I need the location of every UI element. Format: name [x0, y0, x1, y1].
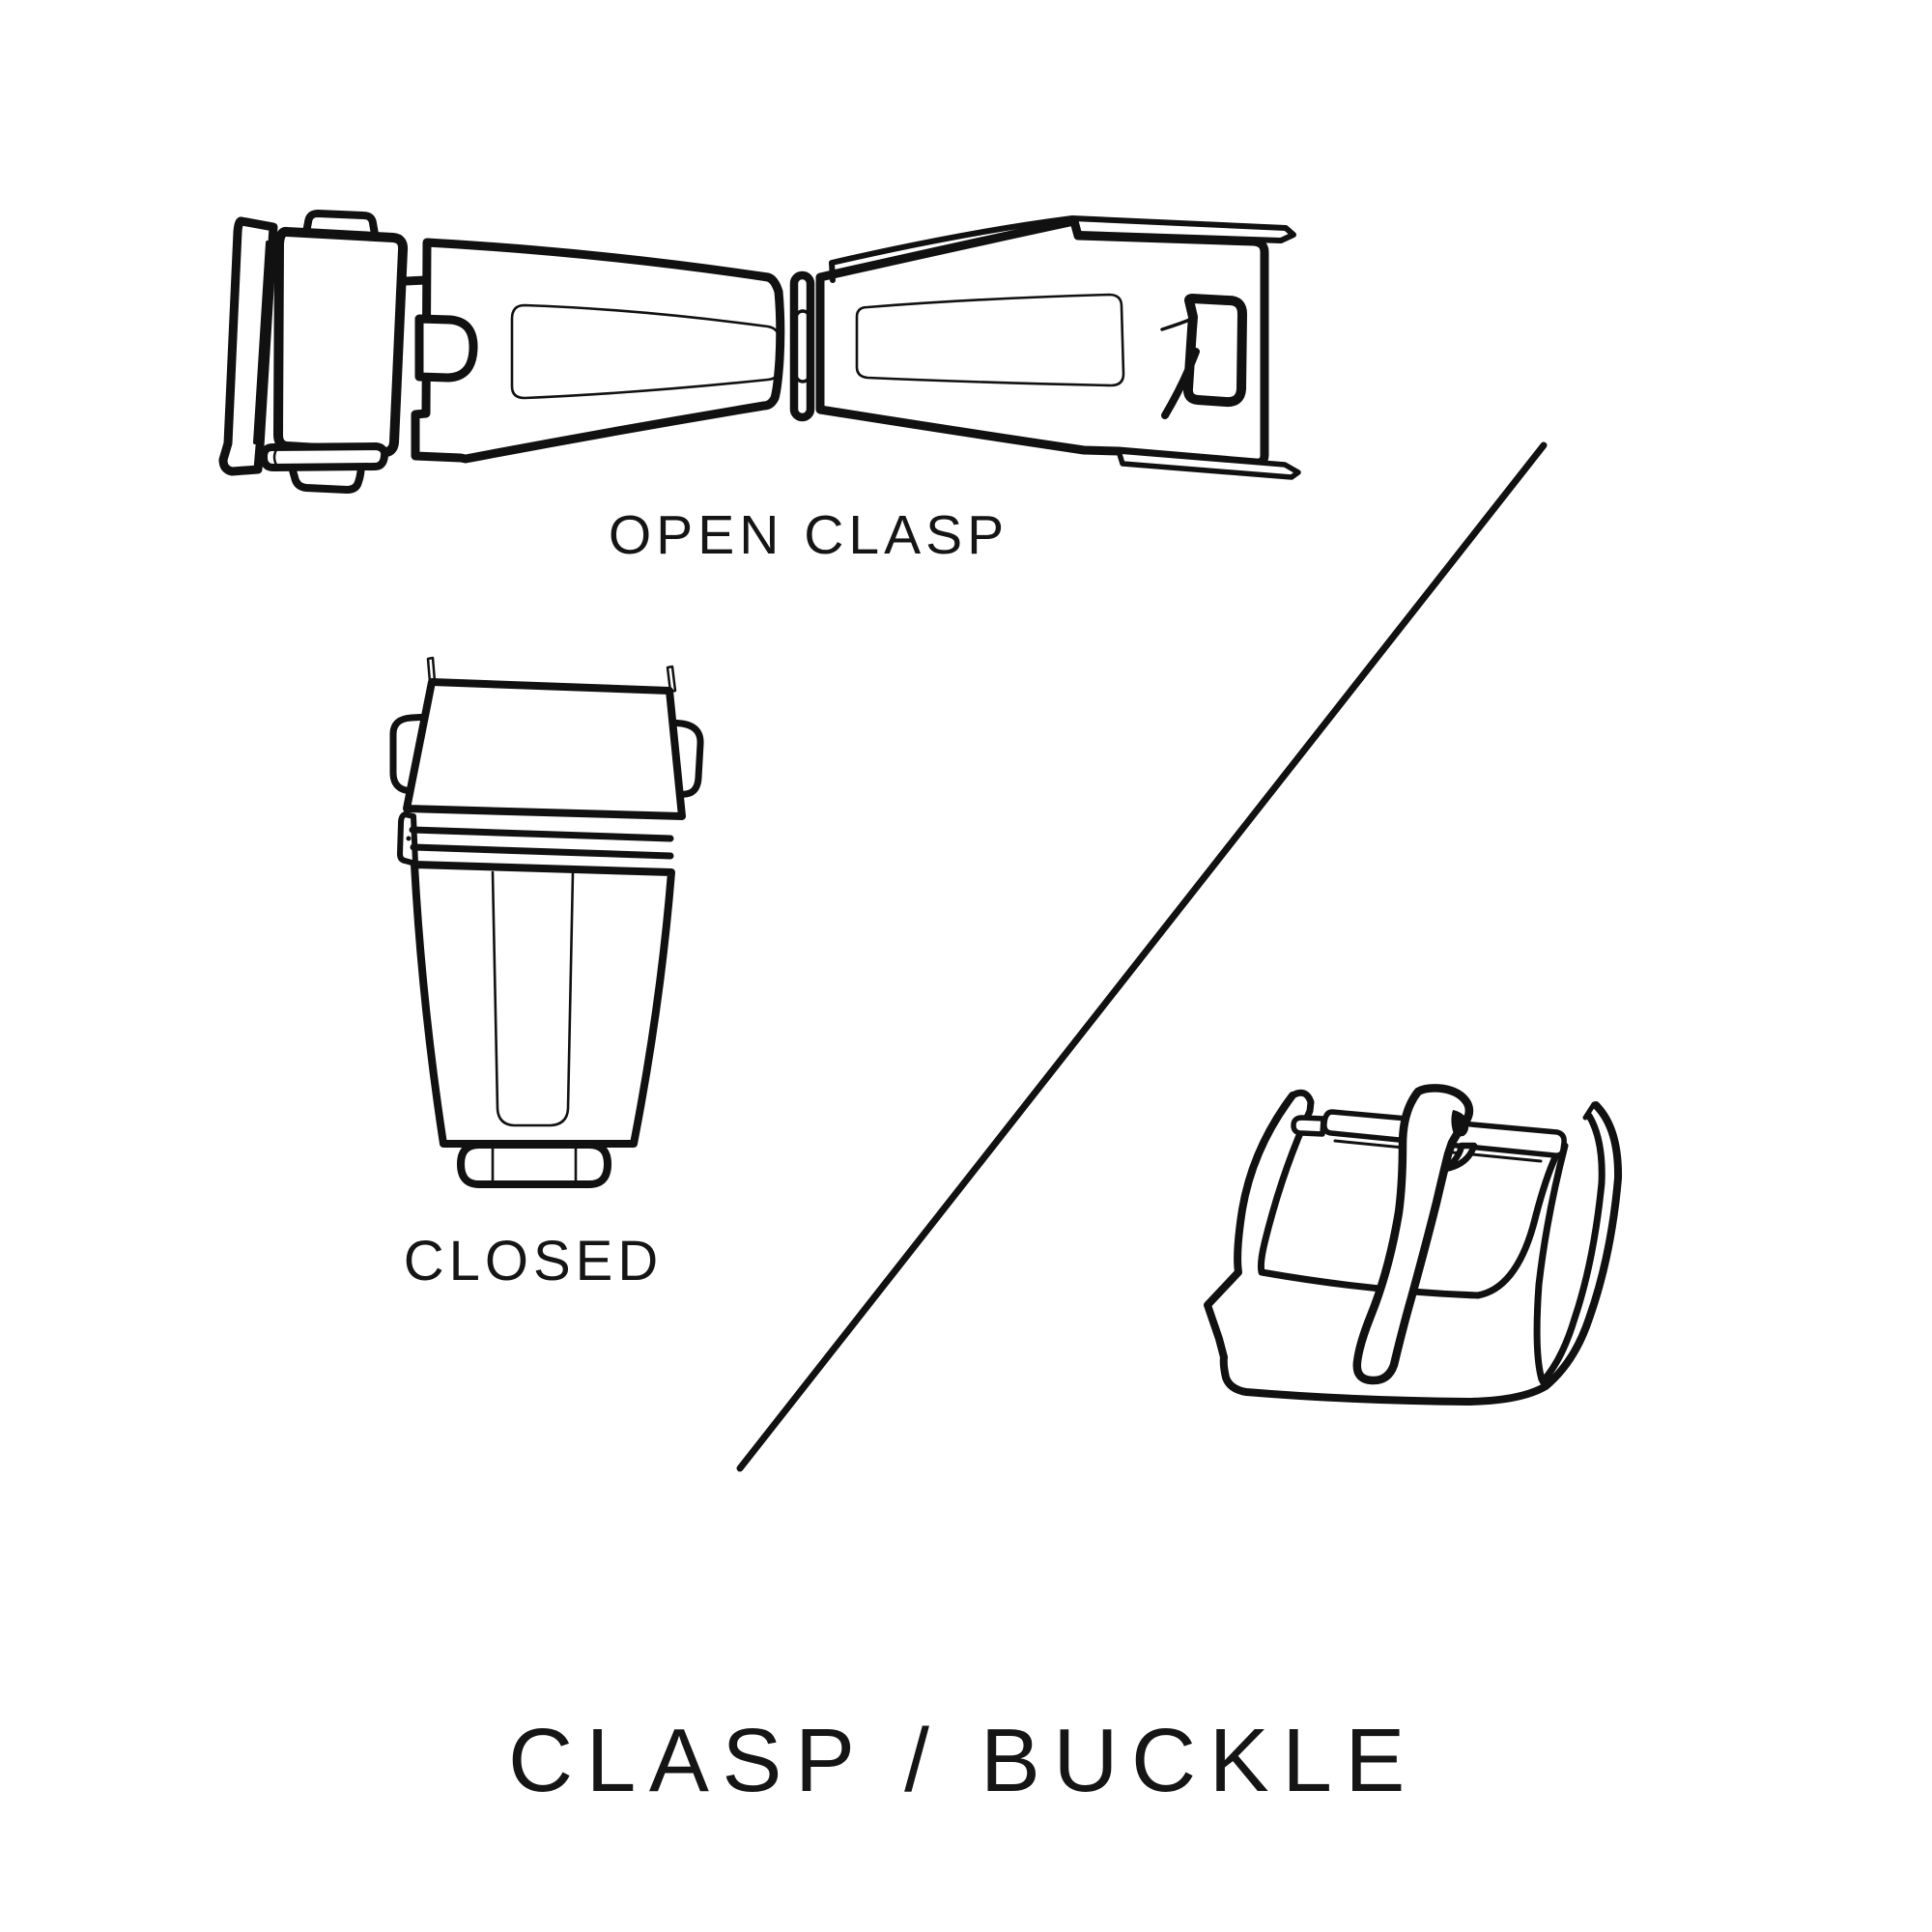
svg-text:CLOSED: CLOSED: [404, 1230, 664, 1293]
svg-text:OPEN CLASP: OPEN CLASP: [609, 504, 1009, 566]
svg-text:CLASP / BUCKLE: CLASP / BUCKLE: [508, 1710, 1418, 1810]
